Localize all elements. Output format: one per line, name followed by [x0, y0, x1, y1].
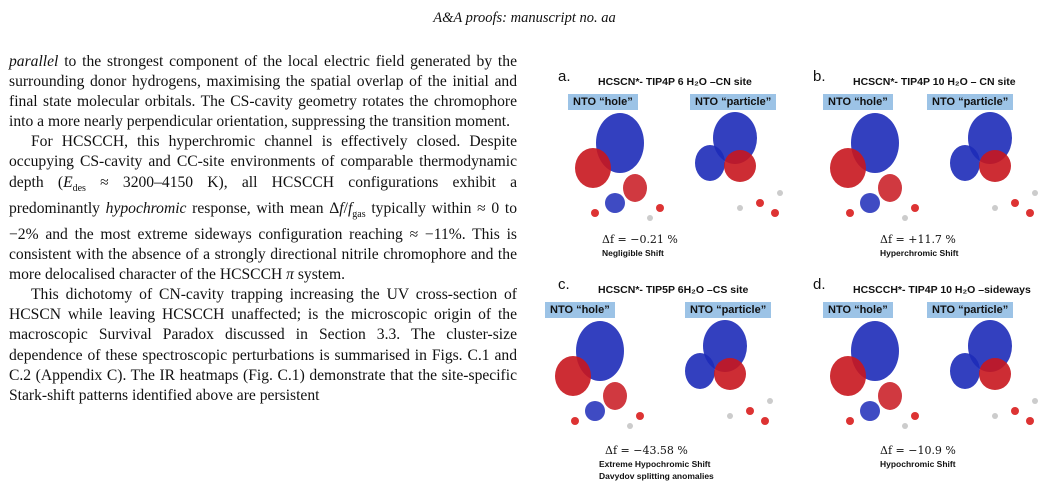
shift-note: Hypochromic Shift — [880, 459, 956, 469]
paragraph-3: This dichotomy of CN-cavity trapping inc… — [9, 286, 517, 404]
panel-label: c. — [558, 276, 570, 293]
panel-label: b. — [813, 68, 826, 85]
paragraph-1: parallel to the strongest component of t… — [9, 53, 517, 131]
nto-particle-tag: NTO “particle” — [690, 94, 777, 110]
nto-hole-tag: NTO “hole” — [568, 94, 638, 110]
body-text-column: parallel to the strongest component of t… — [9, 52, 517, 406]
panel-label: a. — [558, 68, 571, 85]
oscillator-shift-value: Δf = −10.9 % — [880, 444, 956, 457]
italic-parallel: parallel — [9, 53, 59, 70]
panel-b: b. HCSCN*- TIP4P 10 H₂O – CN site NTO “h… — [795, 68, 1045, 268]
panel-d: d. HCSCCH*- TIP4P 10 H₂O –sideways NTO “… — [795, 276, 1045, 476]
panel-title: HCSCCH*- TIP4P 10 H₂O –sideways — [853, 284, 1031, 296]
panel-title: HCSCN*- TIP5P 6H₂O –CS site — [598, 284, 749, 296]
hole-orbital-image — [830, 321, 919, 429]
panel-c: c. HCSCN*- TIP5P 6H₂O –CS site NTO “hole… — [540, 276, 790, 481]
oscillator-shift-value: Δf = +11.7 % — [880, 233, 956, 246]
nto-hole-tag: NTO “hole” — [545, 302, 615, 318]
shift-note: Extreme Hypochromic Shift — [599, 459, 711, 469]
particle-orbital-image — [685, 320, 773, 425]
hole-orbital-image — [555, 321, 644, 429]
nto-particle-tag: NTO “particle” — [685, 302, 772, 318]
nto-particle-tag: NTO “particle” — [927, 302, 1014, 318]
panel-title: HCSCN*- TIP4P 6 H₂O –CN site — [598, 76, 752, 88]
particle-orbital-image — [950, 320, 1038, 425]
panel-a: a. HCSCN*- TIP4P 6 H₂O –CN site NTO “hol… — [540, 68, 790, 268]
particle-orbital-image — [950, 112, 1038, 217]
oscillator-shift-value: Δf = −0.21 % — [602, 233, 678, 246]
shift-note: Davydov splitting anomalies — [599, 471, 714, 481]
particle-orbital-image — [695, 112, 783, 217]
nto-figure: a. HCSCN*- TIP4P 6 H₂O –CN site NTO “hol… — [540, 68, 1045, 481]
nto-particle-tag: NTO “particle” — [927, 94, 1014, 110]
shift-note: Negligible Shift — [602, 248, 664, 258]
hole-orbital-image — [830, 113, 919, 221]
oscillator-shift-value: Δf = −43.58 % — [605, 444, 688, 457]
hole-orbital-image — [575, 113, 664, 221]
panel-label: d. — [813, 276, 826, 293]
shift-note: Hyperchromic Shift — [880, 248, 959, 258]
nto-hole-tag: NTO “hole” — [823, 94, 893, 110]
running-header: A&A proofs: manuscript no. aa — [433, 10, 616, 26]
paragraph-2: For HCSCCH, this hyperchromic channel is… — [9, 133, 517, 284]
nto-hole-tag: NTO “hole” — [823, 302, 893, 318]
panel-title: HCSCN*- TIP4P 10 H₂O – CN site — [853, 76, 1016, 88]
